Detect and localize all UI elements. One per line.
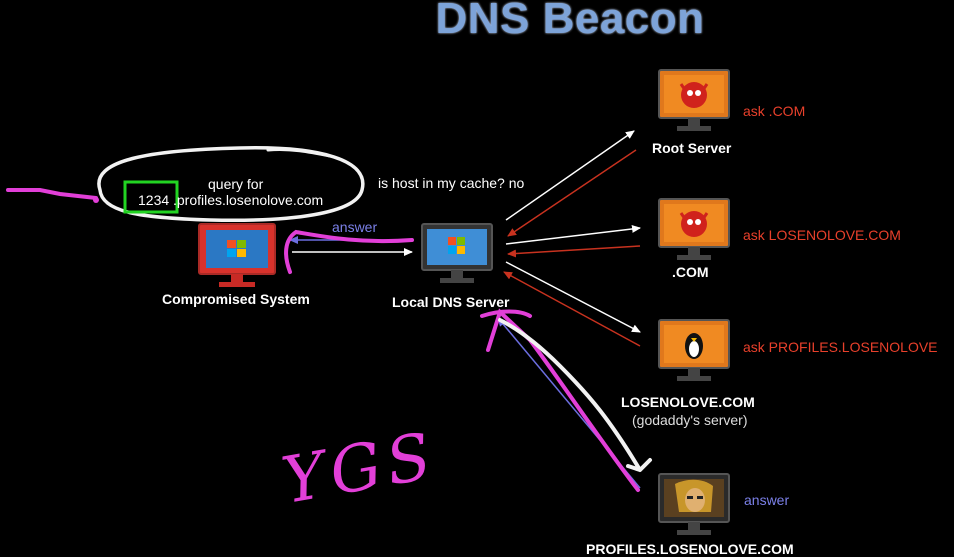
annotation-magenta-diagonal bbox=[486, 308, 640, 492]
arrow-local-to-com bbox=[505, 224, 641, 245]
arrow-local-to-root bbox=[505, 130, 635, 221]
arrow-root-to-local bbox=[507, 149, 637, 237]
label-compromised-system: Compromised System bbox=[162, 291, 310, 307]
label-com-server: .COM bbox=[672, 264, 709, 280]
query-domain: .profiles.losenolove.com bbox=[173, 192, 324, 208]
freebsd-daemon-monitor-icon bbox=[658, 198, 730, 260]
label-profiles-server: PROFILES.LOSENOLOVE.COM bbox=[586, 541, 794, 557]
query-id: 1234 bbox=[138, 192, 170, 208]
warrior-face-monitor-icon bbox=[658, 473, 730, 535]
windows-monitor-red-icon bbox=[198, 223, 276, 287]
annotation-magenta-hook bbox=[284, 229, 414, 274]
label-root-server: Root Server bbox=[652, 140, 732, 156]
label-ask-profiles: ask PROFILES.LOSENOLOVE bbox=[743, 339, 938, 355]
label-ask-com: ask .COM bbox=[743, 103, 806, 119]
query-line1: query for bbox=[208, 176, 264, 192]
freebsd-daemon-monitor-icon bbox=[658, 69, 730, 131]
label-losenolove-server: LOSENOLOVE.COM bbox=[621, 394, 755, 410]
annotation-white-path-down bbox=[498, 318, 652, 472]
annotation-magenta-cap bbox=[480, 309, 532, 318]
label-local-dns-server: Local DNS Server bbox=[392, 294, 510, 310]
label-answer-to-compromised: answer bbox=[332, 219, 378, 235]
diagram-title: DNS Beacon bbox=[435, 0, 705, 43]
label-losenolove-sublabel: (godaddy's server) bbox=[632, 412, 748, 428]
arrow-com-to-local bbox=[507, 245, 641, 258]
linux-penguin-monitor-icon bbox=[658, 319, 730, 381]
annotation-white-ellipse bbox=[97, 146, 365, 223]
annotation-green-box bbox=[123, 180, 179, 214]
annotation-white-ellipse-tail bbox=[266, 148, 332, 158]
arrow-losenolove-to-local bbox=[503, 271, 641, 347]
label-cache-question: is host in my cache? no bbox=[378, 175, 525, 191]
label-ask-losenolove: ask LOSENOLOVE.COM bbox=[743, 227, 901, 243]
label-answer-from-profiles: answer bbox=[744, 492, 790, 508]
annotation-magenta-left-arrow bbox=[6, 188, 98, 200]
windows-monitor-icon bbox=[421, 223, 493, 283]
arrow-local-to-losenolove bbox=[505, 261, 641, 333]
